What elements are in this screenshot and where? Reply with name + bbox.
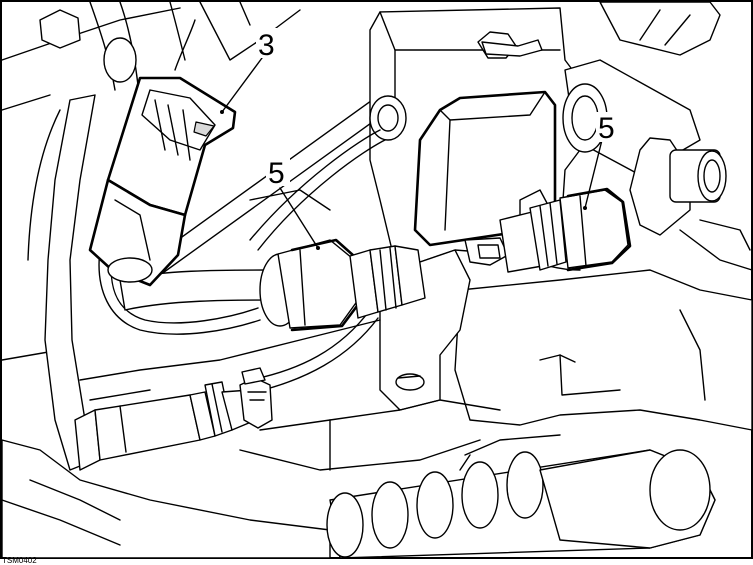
hydraulic-fitting-right	[499, 187, 632, 273]
hoses	[27, 1, 581, 471]
leader-5-left-dot	[316, 246, 320, 250]
leader-lines	[220, 57, 603, 250]
callout-label-3: 3	[258, 29, 275, 62]
electrical-connector	[88, 76, 237, 287]
leader-5-right	[584, 139, 603, 209]
leader-3	[221, 57, 263, 113]
callout-label-5-left: 5	[268, 157, 285, 190]
leader-3-dot	[220, 110, 224, 114]
callout-labels: 3 5 5	[256, 28, 620, 190]
inline-fitting-lower	[74, 367, 273, 471]
callout-label-5-right: 5	[598, 112, 615, 145]
corrugated-hose	[326, 434, 716, 559]
hydraulic-fitting-left	[259, 238, 426, 332]
leader-5-left	[279, 187, 319, 249]
figure-reference-code: TSM0402	[2, 556, 37, 565]
leader-5-right-dot	[583, 206, 587, 210]
